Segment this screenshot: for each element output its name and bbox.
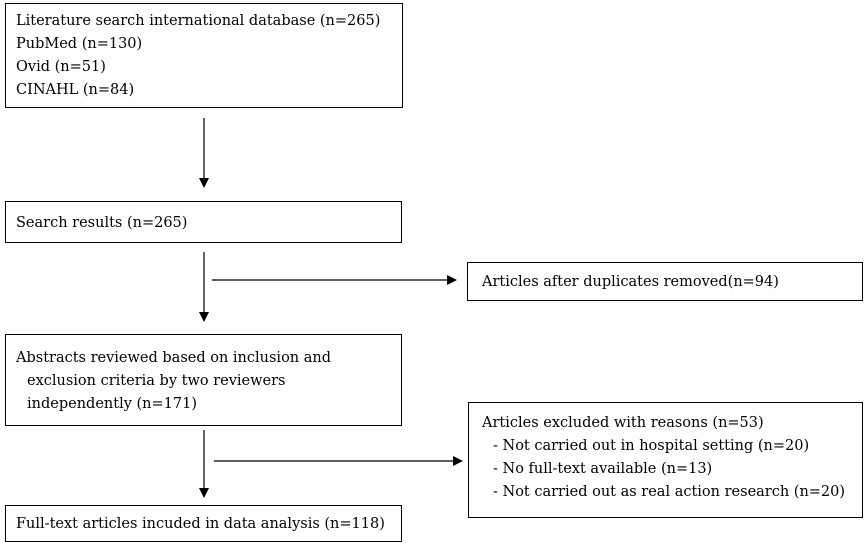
excluded-reason-action-research: - Not carried out as real action researc… [493, 484, 846, 500]
search-box: Literature search international database… [5, 3, 403, 108]
duplicates-box: Articles after duplicates removed(n=94) [467, 262, 863, 301]
fulltext-box-text: Full-text articles incuded in data analy… [16, 516, 385, 532]
excluded-box-title: Articles excluded with reasons (n=53) [482, 415, 764, 431]
abstracts-box: Abstracts reviewed based on inclusion an… [5, 334, 402, 426]
excluded-reason-hospital: - Not carried out in hospital setting (n… [493, 438, 810, 454]
search-box-cinahl: CINAHL (n=84) [16, 82, 135, 98]
excluded-box: Articles excluded with reasons (n=53) - … [468, 402, 863, 518]
abstracts-box-line-3: independently (n=171) [27, 396, 197, 412]
search-box-pubmed: PubMed (n=130) [16, 36, 143, 52]
abstracts-box-line-1: Abstracts reviewed based on inclusion an… [16, 350, 332, 366]
abstracts-box-line-2: exclusion criteria by two reviewers [27, 373, 286, 389]
fulltext-box: Full-text articles incuded in data analy… [5, 505, 402, 542]
duplicates-box-text: Articles after duplicates removed(n=94) [482, 274, 779, 290]
excluded-reason-fulltext: - No full-text available (n=13) [493, 461, 713, 477]
results-box: Search results (n=265) [5, 201, 402, 243]
results-box-text: Search results (n=265) [16, 215, 188, 231]
search-box-title: Literature search international database… [16, 13, 381, 29]
search-box-ovid: Ovid (n=51) [16, 59, 106, 75]
